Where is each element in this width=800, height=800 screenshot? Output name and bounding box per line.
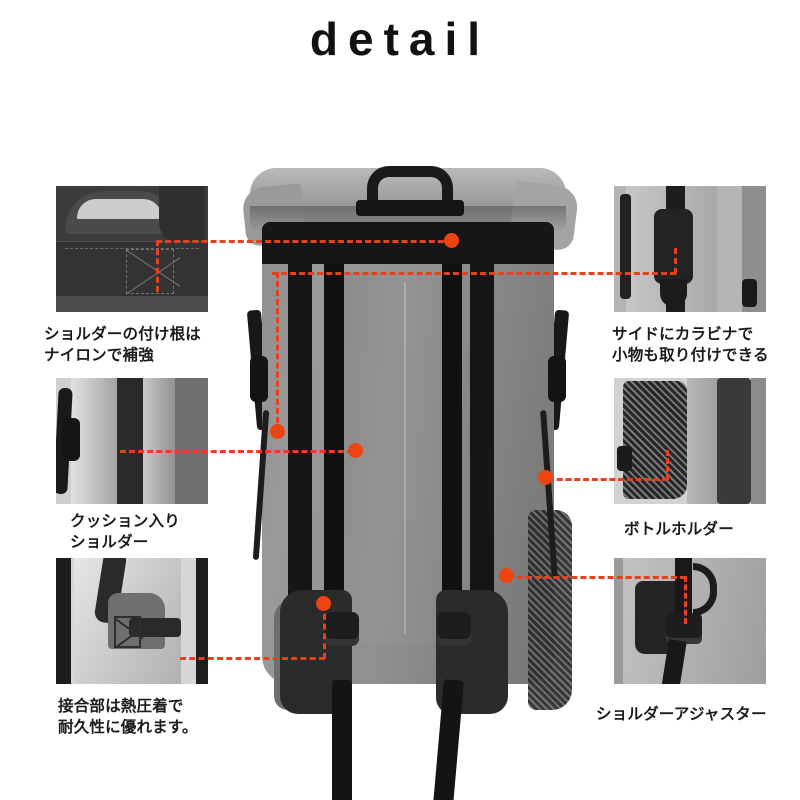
dot-shoulder-root (444, 233, 459, 248)
ladder-buckle-right (437, 612, 471, 646)
connector-side-carabiner-horizontal (272, 272, 676, 275)
connector-shoulder-root-vertical (156, 240, 159, 292)
connector-shoulder-adjuster-horizontal (508, 576, 686, 579)
product-backpack-illustration (228, 160, 588, 800)
caption-cushion-shoulder: クッション入り ショルダー (70, 513, 180, 551)
shoulder-webbing-right (442, 264, 462, 684)
tl-box-x-stitch (125, 249, 174, 294)
br-strap-loop (693, 563, 718, 616)
mr-dark-panel (717, 378, 751, 504)
caption-bottle-holder: ボトルホルダー (624, 521, 734, 538)
caption-side-carabiner: サイドにカラビナで 小物も取り付けできる (612, 326, 769, 364)
photo-cushioned-shoulder-strap (56, 378, 208, 504)
strap-tail-left (332, 680, 352, 800)
connector-cushion-shoulder-vertical (276, 272, 279, 432)
br-left-edge (614, 558, 624, 684)
connector-heat-welded-vertical (323, 604, 326, 659)
bl-right-edge (195, 558, 208, 684)
photo-nylon-reinforced-shoulder-root (56, 186, 208, 312)
back-panel-seam (404, 282, 406, 634)
dot-shoulder-adjuster (499, 568, 514, 583)
dot-cushion-shoulder-end (348, 443, 363, 458)
connector-side-carabiner-vertical (674, 248, 677, 274)
connector-heat-welded-horizontal (180, 657, 325, 660)
carry-handle (367, 166, 453, 210)
shoulder-webbing-left (324, 264, 344, 684)
br-vertical-webbing (674, 558, 692, 624)
caption-shoulder-root: ショルダーの付け根は ナイロンで補強 (44, 326, 202, 364)
carry-handle-base (356, 200, 464, 216)
ladder-buckle-left (325, 612, 359, 646)
connector-shoulder-adjuster-vertical (684, 576, 687, 624)
dot-bottle-holder (538, 470, 553, 485)
ml-panel-right (142, 378, 177, 504)
side-clip-right (548, 356, 566, 402)
ml-cushion-pad (116, 378, 148, 504)
dot-heat-welded (316, 596, 331, 611)
caption-shoulder-adjuster: ショルダーアジャスター (596, 706, 767, 723)
caption-heat-welded: 接合部は熱圧着で 耐久性に優れます。 (58, 698, 198, 736)
page-title: detail (309, 13, 491, 65)
connector-shoulder-root-horizontal (156, 240, 453, 243)
connector-cushion-shoulder-horizontal (120, 450, 362, 453)
photo-side-carabiner-attachment (614, 186, 766, 312)
ml-strap-clip (62, 418, 81, 462)
mr-mesh-pocket (623, 380, 687, 499)
tl-lower-panel (56, 295, 208, 312)
photo-ladder-lock-buckle (614, 558, 766, 684)
bl-webbing (128, 618, 181, 638)
photo-heat-welded-joint (56, 558, 208, 684)
mr-bag-panel (686, 378, 721, 504)
connector-bottle-holder-horizontal (548, 478, 668, 481)
bl-left-strap (56, 558, 72, 684)
bl-box-x-stitch (113, 615, 141, 648)
ml-edge-shade (174, 378, 208, 504)
mr-pocket-clip (617, 446, 633, 472)
tr-side-tab (741, 279, 757, 307)
mr-edge-shade (750, 378, 766, 504)
photo-mesh-bottle-pocket (614, 378, 766, 504)
connector-bottle-holder-vertical (666, 450, 669, 480)
tr-attachment-block (653, 208, 694, 285)
tr-carabiner-loop (659, 279, 687, 307)
tl-highlight-gap (77, 198, 163, 219)
tl-side-panel (159, 186, 205, 244)
side-clip-left (250, 356, 268, 402)
tr-left-webbing (620, 193, 631, 300)
